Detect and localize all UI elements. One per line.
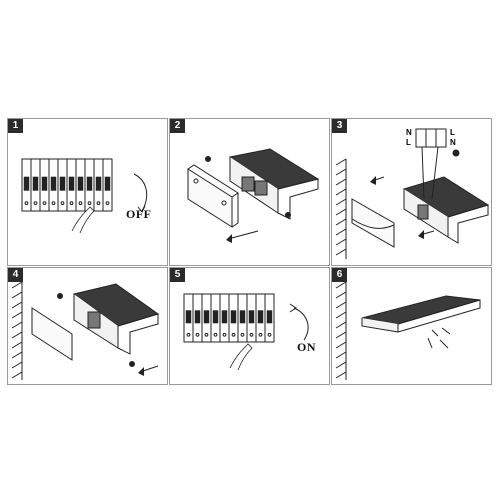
breaker-panel-illustration xyxy=(183,293,309,371)
hand-icon xyxy=(71,206,95,234)
breaker-toggle xyxy=(239,310,246,324)
step-number: 6 xyxy=(332,268,347,282)
rotate-arrow-icon xyxy=(293,307,309,341)
breaker-toggle xyxy=(203,310,210,324)
arrow-icon xyxy=(138,367,144,376)
breaker-toggle xyxy=(221,310,228,324)
breaker-screw xyxy=(240,332,245,337)
step-3-panel: 3 N L L N xyxy=(331,118,492,266)
breaker-panel-illustration xyxy=(21,158,148,234)
breaker-toggle xyxy=(248,310,255,324)
breaker-screw xyxy=(258,332,263,337)
breaker-screw xyxy=(78,201,83,206)
wiring-illustration: N L L N xyxy=(335,128,490,259)
arrow-icon xyxy=(226,234,232,243)
step-6-panel: 6 xyxy=(331,267,492,385)
wire-label-n: N xyxy=(406,128,412,137)
step-number: 4 xyxy=(8,268,23,282)
breaker-toggle xyxy=(41,176,48,191)
breaker-screw xyxy=(213,332,218,337)
step-1-panel: 1 OFF xyxy=(7,118,168,266)
breaker-screw xyxy=(51,201,56,206)
breaker-screw xyxy=(42,201,47,206)
breaker-screw xyxy=(231,332,236,337)
step-2-panel: 2 xyxy=(169,118,330,266)
rotate-arrow-icon xyxy=(133,173,148,212)
off-label: OFF xyxy=(126,207,152,221)
breaker-toggle xyxy=(32,176,39,191)
on-label: ON xyxy=(297,340,316,354)
breaker-toggle xyxy=(68,176,75,191)
wire-label-l: L xyxy=(450,128,455,137)
breaker-toggle xyxy=(194,310,201,324)
breaker-screw xyxy=(69,201,74,206)
breaker-screw xyxy=(87,201,92,206)
breaker-screw xyxy=(186,332,191,337)
breaker-toggle xyxy=(50,176,57,191)
mounting-illustration xyxy=(11,281,160,380)
step-4-panel: 4 xyxy=(7,267,168,385)
step-number: 3 xyxy=(332,119,347,133)
breaker-screw xyxy=(204,332,209,337)
arrow-icon xyxy=(370,176,376,185)
breaker-screw xyxy=(33,201,38,206)
breaker-screw xyxy=(105,201,110,206)
breaker-screw xyxy=(24,201,29,206)
breaker-toggle xyxy=(257,310,264,324)
breaker-toggle xyxy=(86,176,93,191)
step-5-panel: 5 ON xyxy=(169,267,330,385)
breaker-toggle xyxy=(104,176,111,191)
lamp-disassembly-illustration xyxy=(187,148,320,243)
circuit-breaker xyxy=(102,158,113,212)
breaker-toggle xyxy=(185,310,192,324)
breaker-screw xyxy=(249,332,254,337)
step-number: 5 xyxy=(170,268,185,282)
wire-label-l: L xyxy=(406,138,411,147)
breaker-toggle xyxy=(23,176,30,191)
breaker-screw xyxy=(60,201,65,206)
breaker-toggle xyxy=(59,176,66,191)
light-rays-icon xyxy=(427,327,451,349)
step-number: 2 xyxy=(170,119,185,133)
installed-lamp-illustration xyxy=(335,281,481,380)
breaker-toggle xyxy=(77,176,84,191)
breaker-screw xyxy=(195,332,200,337)
breaker-screw xyxy=(222,332,227,337)
breaker-toggle xyxy=(266,310,273,324)
breaker-screw xyxy=(267,332,272,337)
circuit-breaker xyxy=(264,293,275,343)
breaker-toggle xyxy=(95,176,102,191)
wire-label-n: N xyxy=(450,138,456,147)
breaker-screw xyxy=(96,201,101,206)
breaker-toggle xyxy=(212,310,219,324)
breaker-toggle xyxy=(230,310,237,324)
step-number: 1 xyxy=(8,119,23,133)
arrow-icon xyxy=(418,230,424,239)
hand-icon xyxy=(229,343,253,371)
